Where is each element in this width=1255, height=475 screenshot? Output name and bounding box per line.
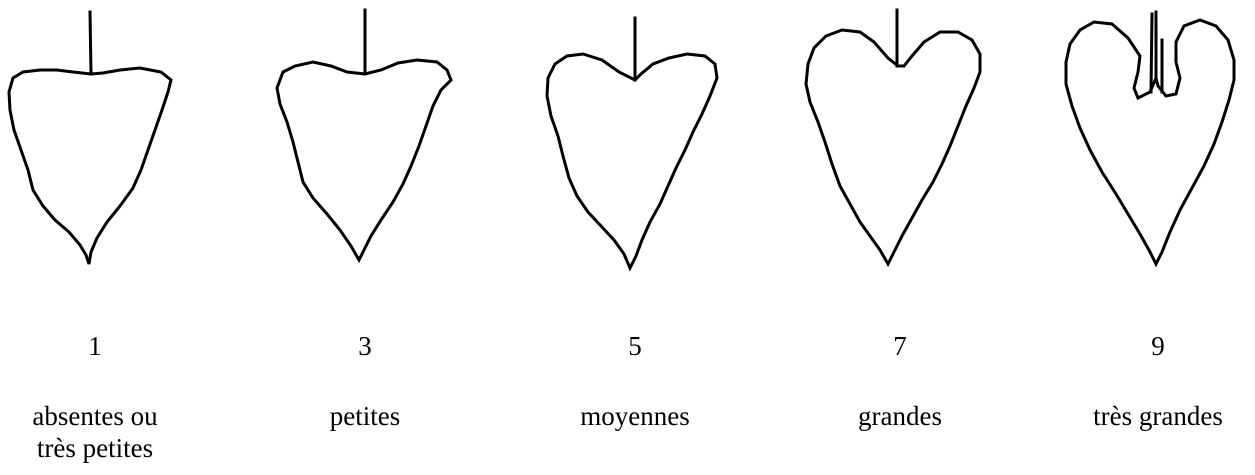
leaf-outline-3-icon: [265, 0, 465, 280]
leaf-level-7: 7 grandes: [800, 0, 1000, 475]
level-label: grandes: [800, 400, 1000, 432]
leaf-outline-1-icon: [0, 0, 195, 280]
level-score: 3: [265, 330, 465, 362]
level-score: 7: [800, 330, 1000, 362]
level-label: très grandes: [1058, 400, 1255, 432]
level-score: 5: [535, 330, 735, 362]
leaf-level-9: 9 très grandes: [1058, 0, 1255, 475]
level-label: petites: [265, 400, 465, 432]
leaf-outline-9-icon: [1058, 0, 1255, 280]
level-label: moyennes: [535, 400, 735, 432]
level-score: 9: [1058, 330, 1255, 362]
leaf-level-3: 3 petites: [265, 0, 465, 475]
leaf-outline-5-icon: [535, 0, 735, 280]
leaf-level-1: 1 absentes ou très petites: [0, 0, 195, 475]
leaf-level-5: 5 moyennes: [535, 0, 735, 475]
level-label: absentes ou très petites: [0, 400, 195, 464]
leaf-outline-7-icon: [800, 0, 1000, 280]
level-score: 1: [0, 330, 195, 362]
